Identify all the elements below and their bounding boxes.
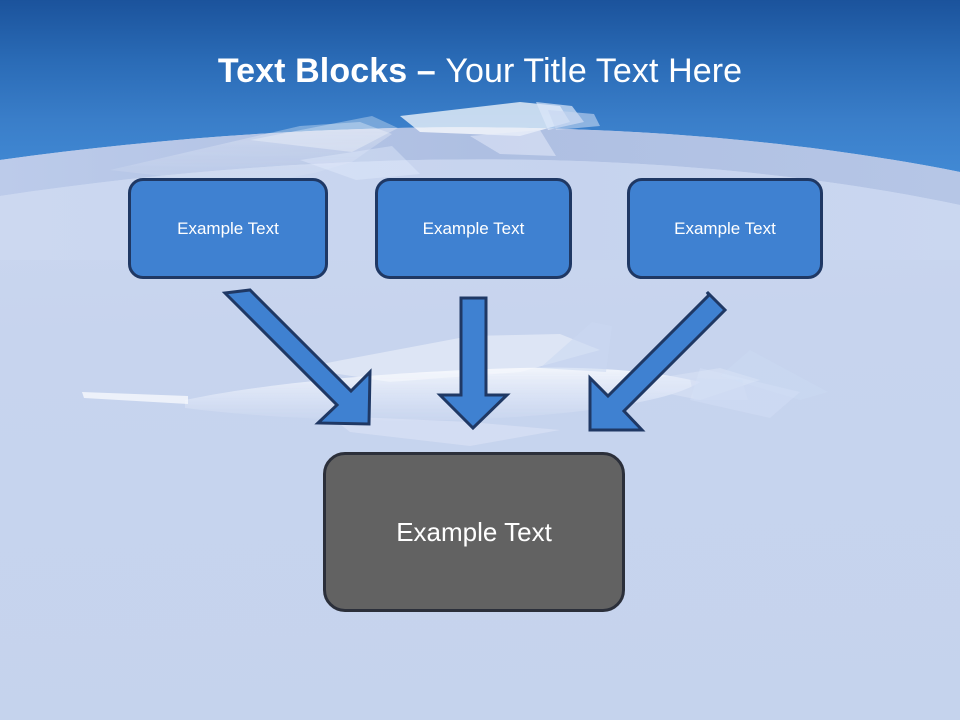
slide-title-strong: Text Blocks – <box>217 52 446 90</box>
text-block-2[interactable]: Example Text <box>375 178 572 279</box>
text-block-1[interactable]: Example Text <box>128 178 328 279</box>
slide-title-light: Your Title Text Here <box>445 52 743 90</box>
slide-title: Text Blocks – Your Title Text Here <box>0 48 960 94</box>
result-text-block-label: Example Text <box>396 516 552 547</box>
text-block-3[interactable]: Example Text <box>627 178 823 279</box>
header-gradient-field <box>0 0 960 172</box>
fighter-jet-watermark-icon <box>82 102 828 446</box>
text-block-1-label: Example Text <box>177 218 279 238</box>
text-block-2-label: Example Text <box>422 218 525 238</box>
text-block-3-label: Example Text <box>674 218 776 238</box>
result-text-block[interactable]: Example Text <box>323 452 625 612</box>
